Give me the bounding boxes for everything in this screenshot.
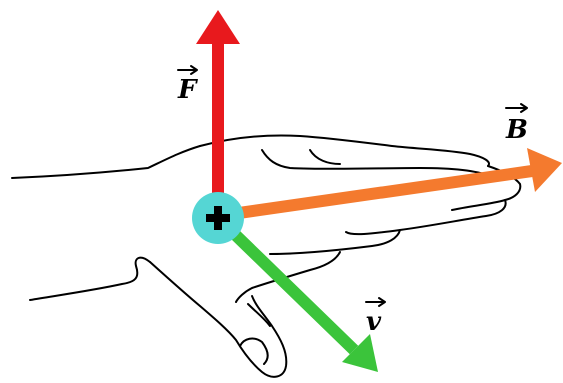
wrist-lower-line — [30, 258, 150, 300]
velocity-arrow-shaft — [218, 218, 354, 350]
palm-edge-line — [236, 252, 340, 302]
field-arrowhead — [527, 148, 562, 192]
finger-crease-1 — [262, 150, 490, 176]
force-label-arrow — [178, 66, 197, 74]
plus-vertical — [214, 206, 222, 230]
little-finger-line — [270, 230, 400, 254]
force-label-text: F — [177, 75, 198, 105]
force-label: F — [177, 66, 198, 105]
velocity-label: v — [366, 298, 385, 337]
velocity-label-text: v — [366, 307, 382, 337]
field-label-text: B — [505, 115, 528, 145]
velocity-label-arrow — [366, 298, 385, 306]
field-label: B — [505, 104, 528, 145]
field-label-arrow — [506, 104, 527, 112]
wrist-upper-line — [12, 146, 200, 178]
positive-charge — [192, 192, 244, 244]
force-arrowhead — [196, 10, 240, 44]
hand-outline — [12, 135, 520, 376]
finger-crease-2 — [310, 150, 340, 164]
field-arrow-shaft — [218, 171, 532, 216]
force-vector — [196, 10, 240, 218]
index-finger-top — [200, 135, 489, 166]
